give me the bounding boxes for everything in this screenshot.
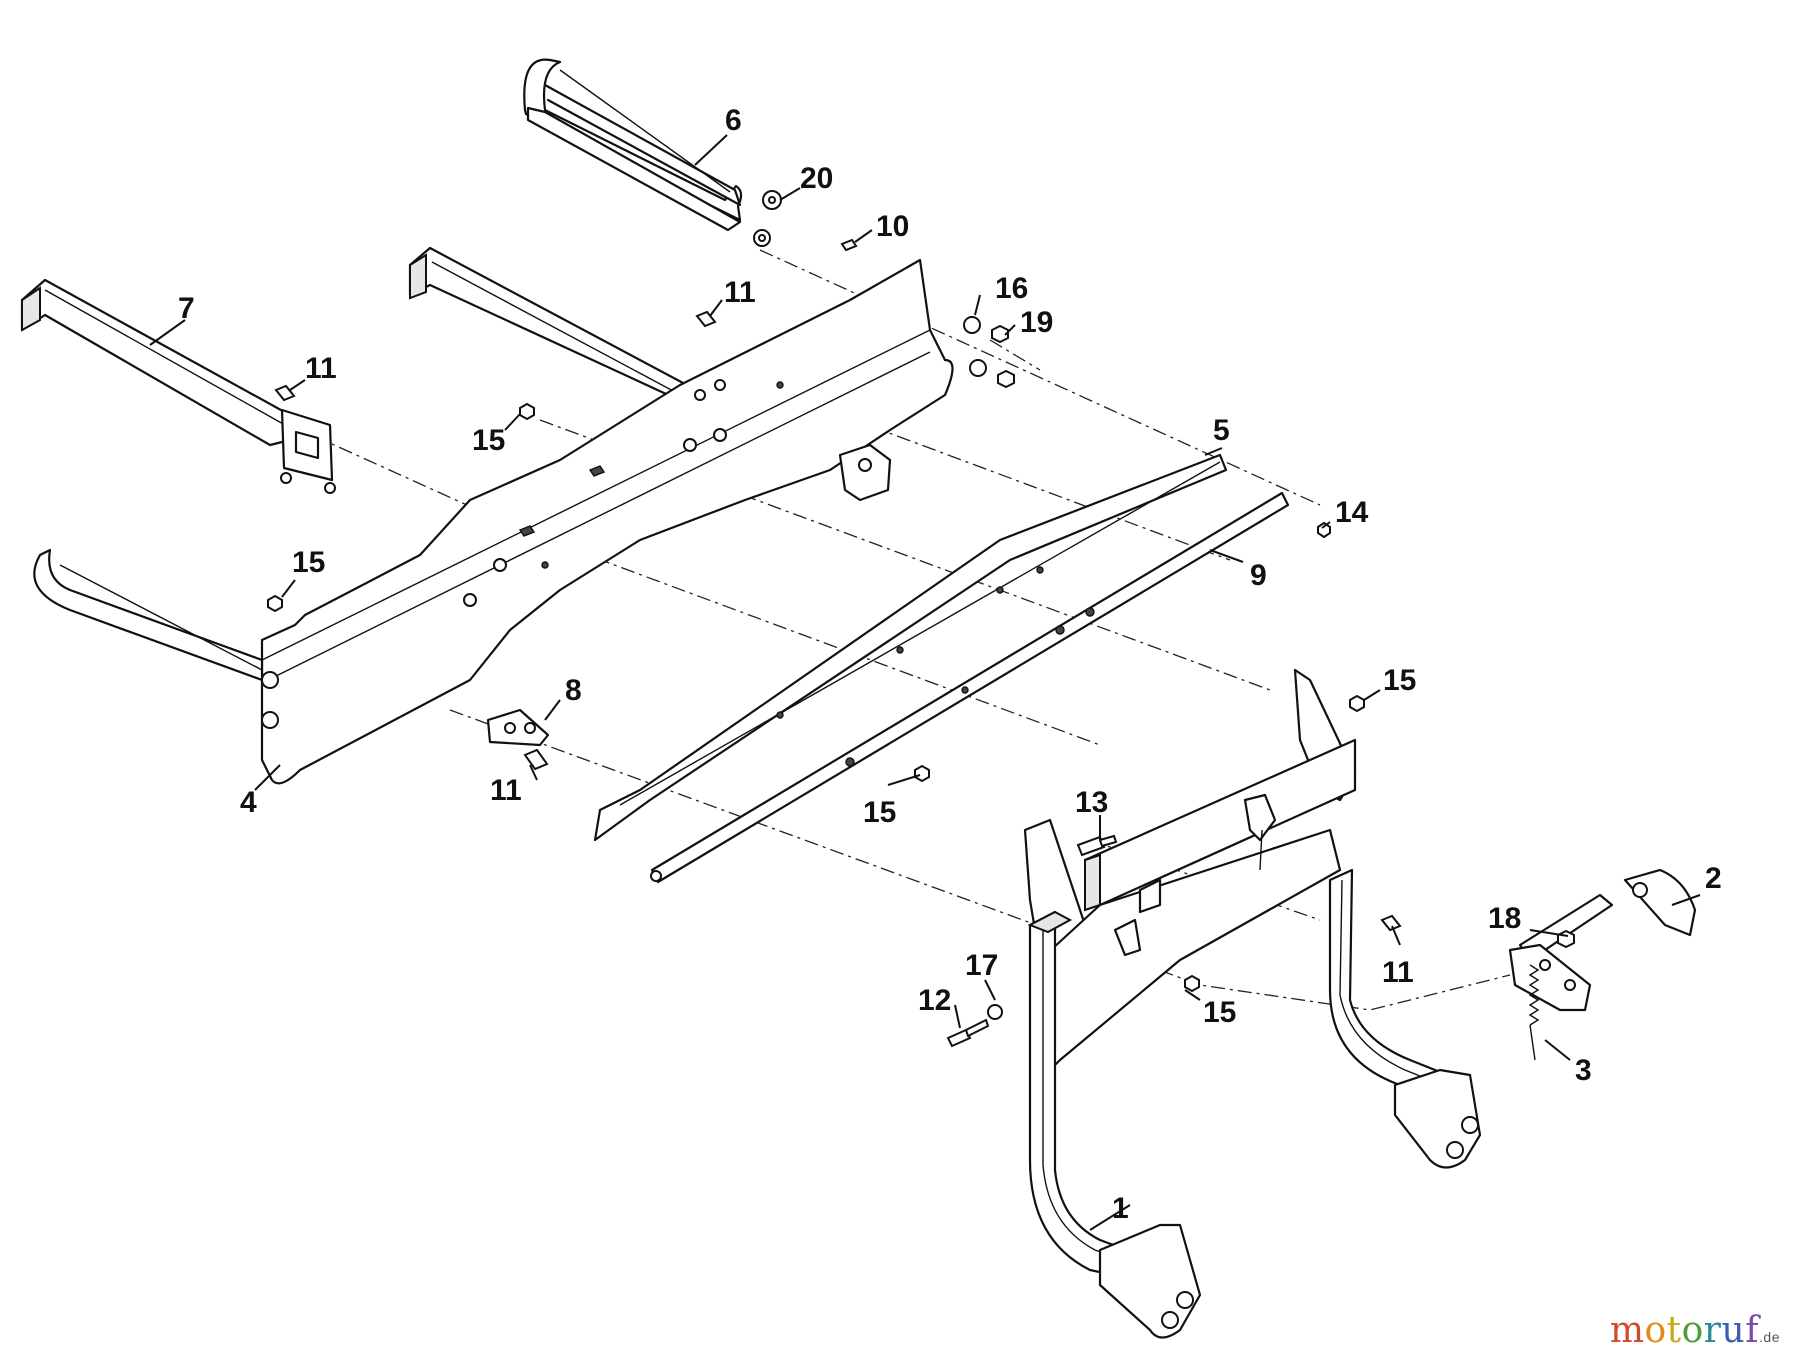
- watermark-letter: f: [1745, 1310, 1760, 1351]
- part-5-angle-bar: [593, 453, 1228, 842]
- callout-4: 4: [240, 786, 257, 819]
- callout-labels: 1 2 3 4 5 6 7 8 9 10 11 11 11 11 11 12 1…: [178, 104, 1722, 1225]
- watermark-letter: t: [1666, 1310, 1682, 1351]
- callout-15-a: 15: [472, 424, 505, 457]
- callout-15-e: 15: [1203, 996, 1236, 1029]
- callout-5: 5: [1213, 414, 1230, 447]
- callout-14: 14: [1335, 496, 1369, 529]
- callout-20: 20: [800, 162, 833, 195]
- callout-11-bracket: 11: [490, 774, 522, 807]
- part-8-bracket: [486, 708, 550, 747]
- leader-lines: [149, 134, 1701, 1231]
- callout-10: 10: [876, 210, 909, 243]
- watermark-wordmark: motoruf: [1610, 1310, 1759, 1351]
- callout-17: 17: [965, 949, 998, 982]
- callout-15-b: 15: [292, 546, 325, 579]
- watermark-tld: .de: [1759, 1329, 1780, 1345]
- motoruf-watermark-logo: motoruf.de: [1610, 1310, 1780, 1351]
- part-1-hitch-frame: [1023, 668, 1482, 1339]
- callout-11-left: 11: [305, 352, 337, 385]
- watermark-letter: r: [1703, 1310, 1722, 1351]
- callout-18: 18: [1488, 902, 1521, 935]
- callout-6: 6: [725, 104, 742, 137]
- callout-15-c: 15: [1383, 664, 1416, 697]
- callout-12: 12: [918, 984, 951, 1017]
- callout-11-top: 11: [724, 276, 756, 309]
- part-2-hitch-link: [1508, 868, 1697, 1012]
- part-7-left-channel-arm: [20, 278, 292, 447]
- watermark-letter: m: [1609, 1310, 1645, 1351]
- part-6-upper-u-bar: [523, 58, 743, 232]
- part-4-main-frame: [33, 258, 954, 785]
- watermark-letter: o: [1681, 1310, 1704, 1351]
- middle-channel-arm: [408, 246, 702, 407]
- callout-11-right: 11: [1382, 956, 1414, 989]
- callout-9: 9: [1250, 559, 1267, 592]
- callout-8: 8: [565, 674, 582, 707]
- callout-13: 13: [1075, 786, 1108, 819]
- callout-15-d: 15: [863, 796, 896, 829]
- part-9-flat-bar: [650, 491, 1290, 884]
- mounting-plate: [280, 408, 336, 494]
- part-3-spring: [1528, 964, 1540, 1061]
- hardware: [267, 190, 1575, 1048]
- watermark-letter: u: [1721, 1310, 1746, 1351]
- callout-16: 16: [995, 272, 1028, 305]
- callout-19: 19: [1020, 306, 1053, 339]
- callout-7: 7: [178, 292, 195, 325]
- callout-1: 1: [1112, 1192, 1129, 1225]
- callout-2: 2: [1705, 862, 1722, 895]
- callout-3: 3: [1575, 1054, 1592, 1087]
- watermark-letter: o: [1644, 1310, 1667, 1351]
